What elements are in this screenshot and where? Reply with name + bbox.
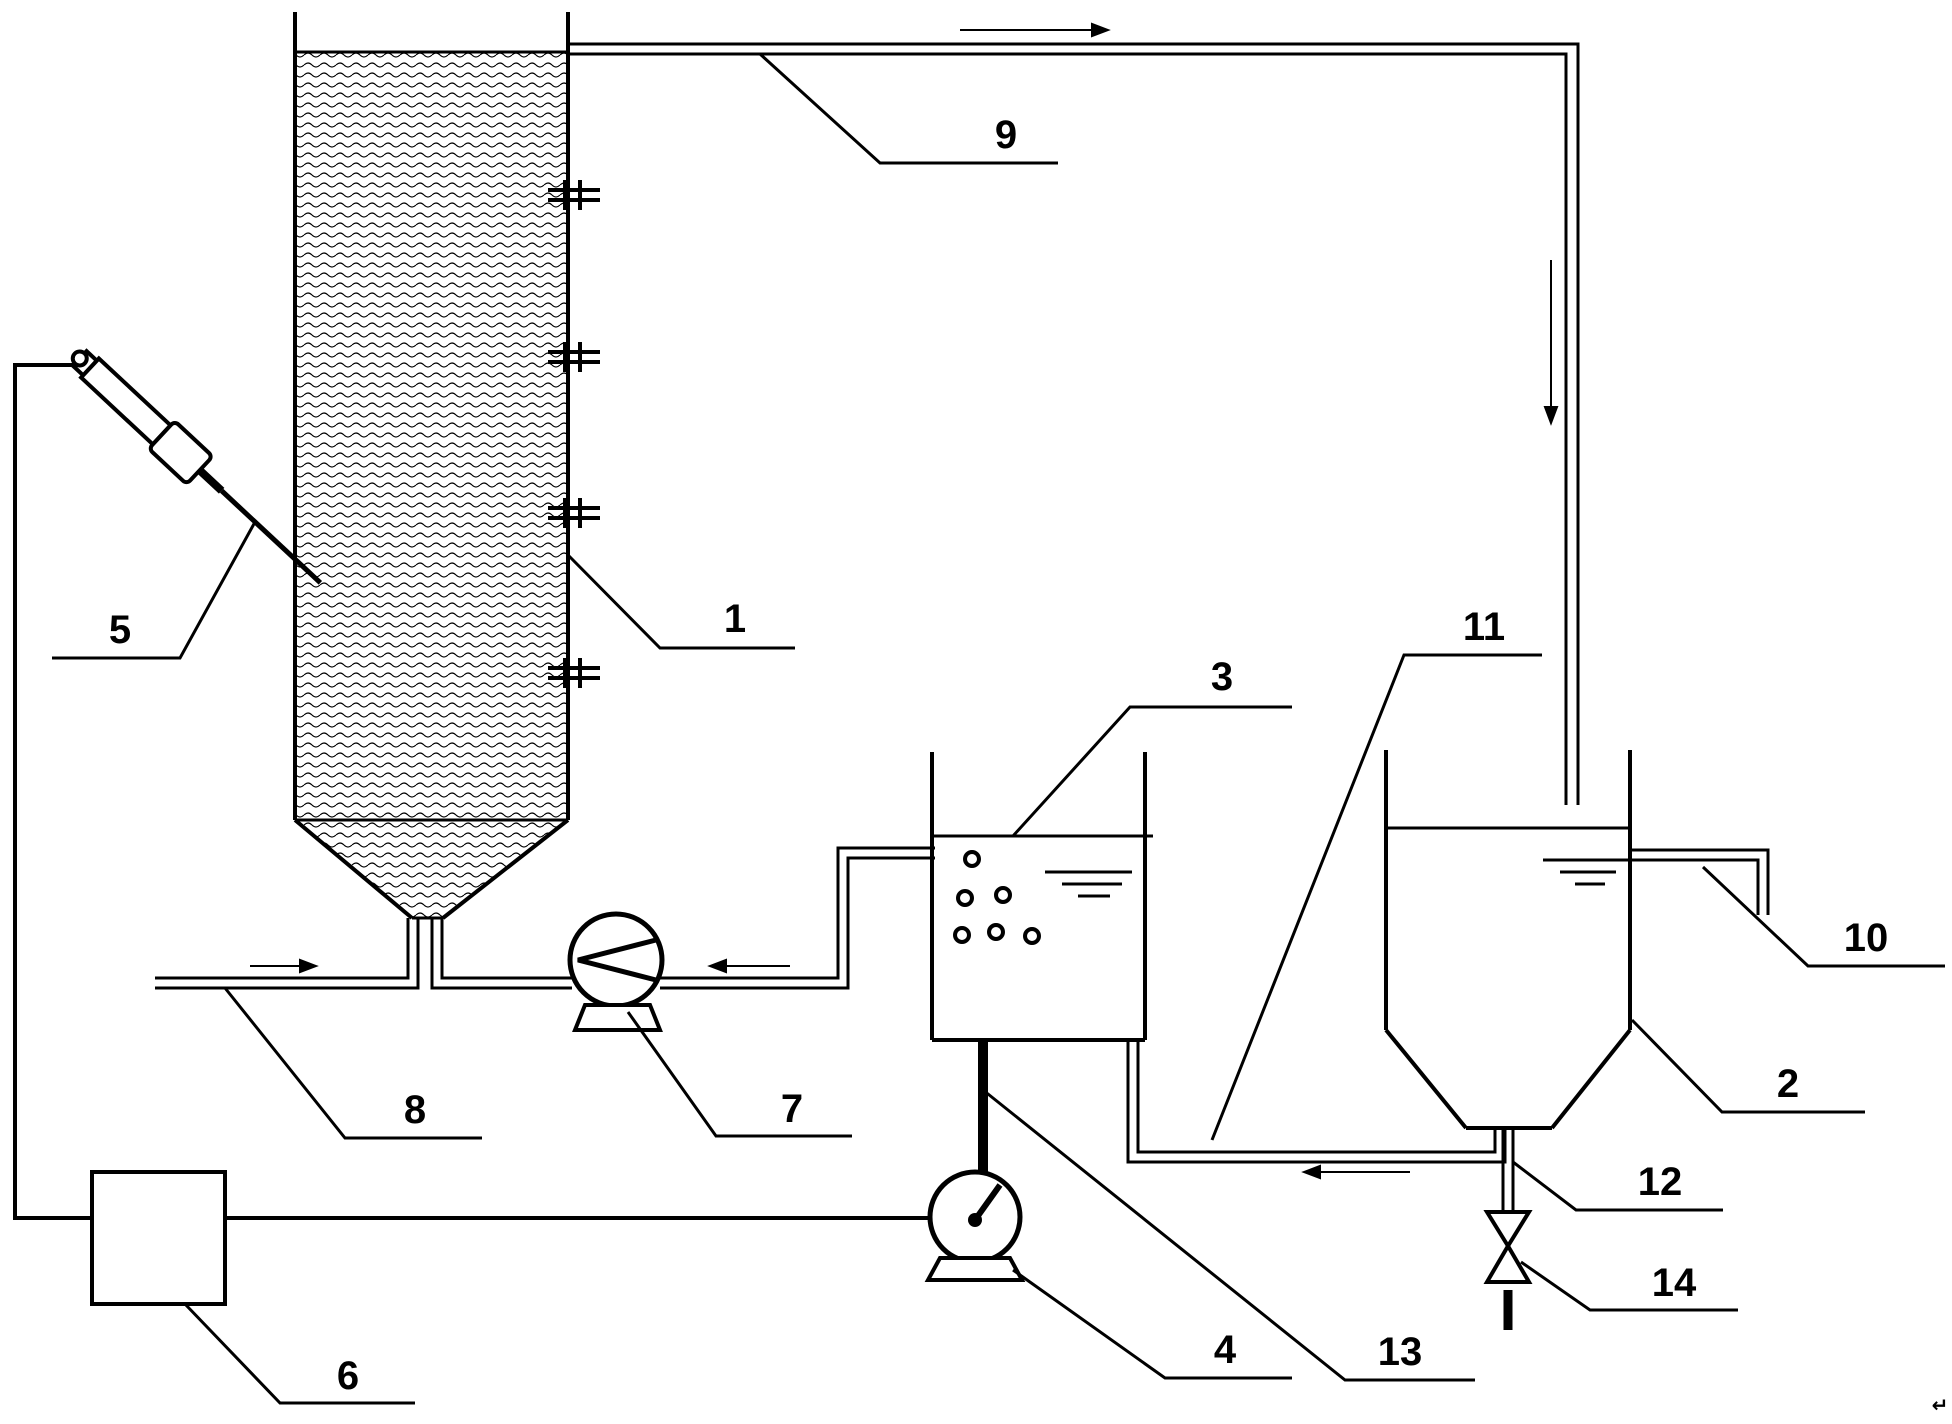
recirculation-pipe	[430, 846, 935, 990]
label-11: 11	[1463, 605, 1505, 649]
water-level-symbol	[1045, 870, 1132, 898]
sampling-port	[548, 180, 600, 210]
label-2: 2	[1777, 1062, 1799, 1106]
probe-sensor	[70, 348, 323, 585]
signal-wire	[13, 363, 930, 1220]
flow-arrow-left	[1301, 1164, 1410, 1180]
flow-arrow-right	[960, 22, 1111, 38]
flow-arrow-down	[1543, 260, 1559, 426]
sampling-port	[548, 498, 600, 528]
sludge-discharge-pipe	[1501, 1128, 1515, 1212]
water-level-symbol	[1543, 858, 1628, 886]
recirculation-pump	[567, 911, 665, 1032]
overflow-pipe	[568, 42, 1580, 805]
callout-labels: 1 2 3 4 5 6 7 8 9 10 11 12 13 14	[109, 113, 1888, 1398]
sampling-port	[548, 342, 600, 372]
mixing-tank	[930, 752, 1153, 1042]
leader-lines	[52, 52, 1945, 1405]
label-5: 5	[109, 608, 131, 652]
flow-arrow-left	[707, 958, 790, 974]
effluent-pipe	[1630, 848, 1770, 915]
label-8: 8	[404, 1088, 426, 1132]
valve-icon	[1483, 1210, 1533, 1284]
label-3: 3	[1211, 655, 1233, 699]
controller-box	[90, 1170, 227, 1306]
label-4: 4	[1214, 1328, 1237, 1372]
label-9: 9	[995, 113, 1017, 157]
corner-mark: ↵	[1932, 1395, 1949, 1417]
label-14: 14	[1652, 1261, 1697, 1305]
settling-tank	[1384, 750, 1632, 1130]
reactor-column	[293, 12, 570, 920]
label-6: 6	[337, 1354, 359, 1398]
dosing-pump	[924, 1169, 1026, 1282]
label-1: 1	[724, 597, 746, 641]
label-13: 13	[1378, 1330, 1423, 1374]
label-12: 12	[1638, 1160, 1683, 1204]
sampling-port	[548, 658, 600, 688]
label-10: 10	[1844, 916, 1889, 960]
label-7: 7	[781, 1087, 803, 1131]
influent-pipe	[155, 918, 420, 990]
flow-arrow-right	[250, 958, 319, 974]
sludge-return-pipe	[1126, 1040, 1507, 1164]
bubbles	[953, 850, 1041, 945]
